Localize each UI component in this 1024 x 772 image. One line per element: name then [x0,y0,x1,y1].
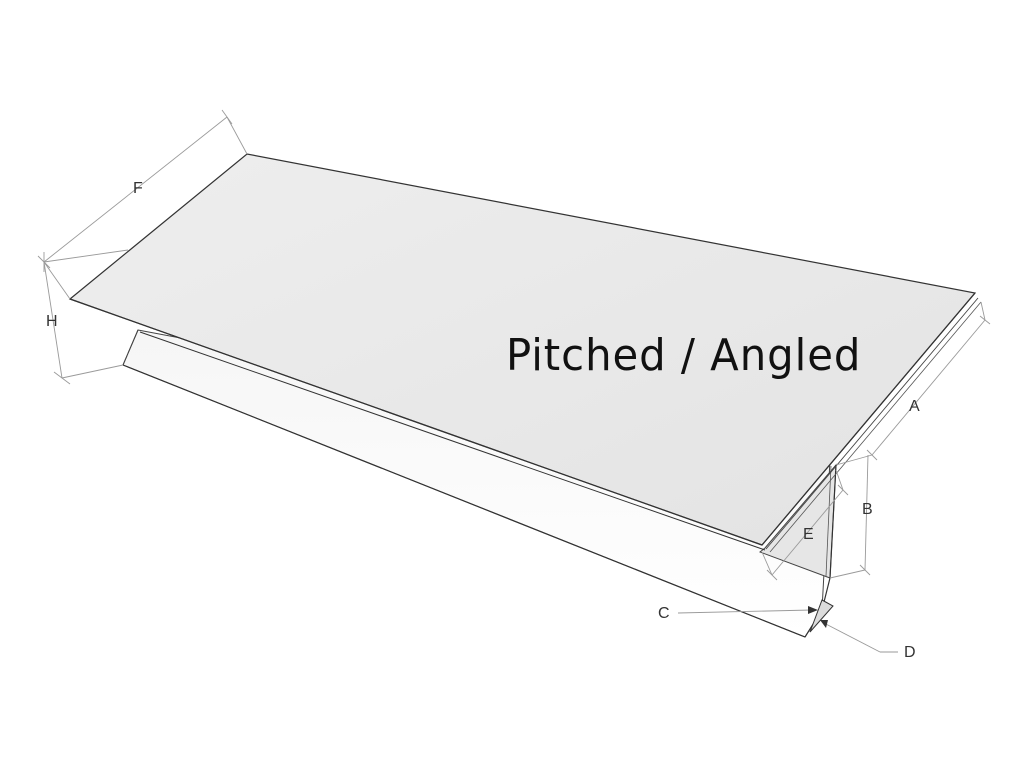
diagram-title: Pitched / Angled [506,330,862,381]
dimension-label-a: A [909,398,920,415]
dimension-label-h: H [46,313,58,330]
dimension-label-c: C [658,605,670,622]
dimension-label-f: F [133,180,143,197]
dimension-label-d: D [904,644,916,661]
dimension-lines [37,109,991,653]
dimension-label-b: B [862,501,873,518]
dimension-label-e: E [803,526,814,543]
